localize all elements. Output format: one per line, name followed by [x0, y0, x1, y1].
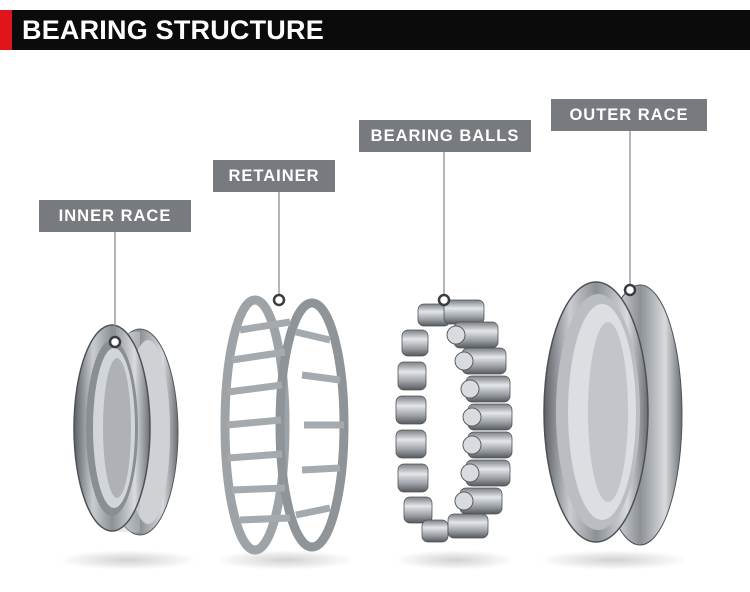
label-outer-race: OUTER RACE [551, 99, 707, 131]
outer-race-part [543, 281, 683, 546]
label-retainer: RETAINER [213, 160, 335, 192]
leader-lines [114, 130, 631, 342]
retainer-part [220, 295, 349, 555]
inner-race-part [73, 324, 179, 536]
header-bar: BEARING STRUCTURE [0, 10, 750, 50]
bearing-balls-part [395, 299, 513, 543]
label-bearing-balls: BEARING BALLS [359, 120, 531, 152]
page-title: BEARING STRUCTURE [22, 15, 324, 45]
header-accent [0, 10, 12, 50]
label-inner-race: INNER RACE [39, 200, 191, 232]
leader-dots [108, 283, 637, 349]
